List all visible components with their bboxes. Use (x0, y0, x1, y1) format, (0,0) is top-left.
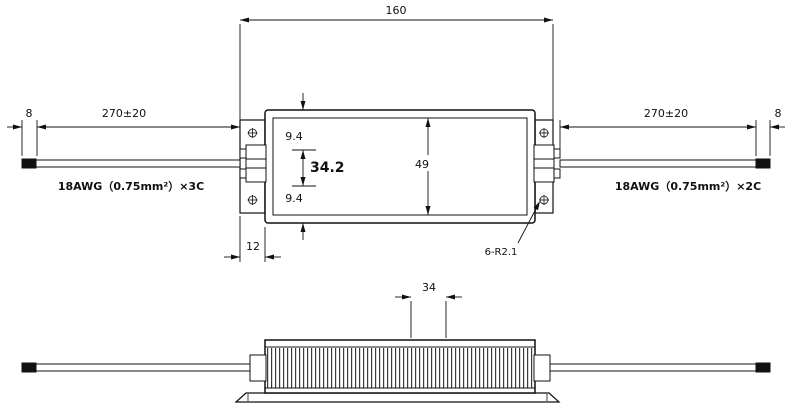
label-left-wire-spec: 18AWG（0.75mm²）×3C (58, 180, 204, 193)
enclosure-outline (264, 109, 536, 224)
dim-right-wire-length: 270±20 (644, 107, 688, 120)
dim-left-strip: 8 (26, 107, 33, 120)
dim-center-width: 34.2 (310, 160, 345, 176)
dim-bottom-inset: 9.4 (285, 192, 303, 205)
internal-feature-lines (292, 149, 316, 187)
end-cap-right (533, 354, 551, 382)
dimension-texts: 160 8 270±20 270±20 8 9.4 34.2 9.4 49 12… (26, 4, 782, 258)
dimension-lines (7, 17, 785, 262)
side-dimension-34 (395, 294, 462, 338)
dim-overall-length: 160 (386, 4, 407, 17)
plan-view: 160 8 270±20 270±20 8 9.4 34.2 9.4 49 12… (7, 4, 785, 262)
side-view: 34 (21, 281, 771, 403)
cable-gland-right (533, 144, 561, 183)
output-wire-right (559, 158, 771, 169)
wire-stripped-tip-right (755, 158, 771, 169)
dim-side-center-width: 34 (422, 281, 436, 294)
output-wire-left (21, 158, 241, 169)
wire-stripped-tip-left (21, 158, 37, 169)
dim-left-wire-length: 270±20 (102, 107, 146, 120)
end-cap-left (249, 354, 267, 382)
label-mounting-holes: 6-R2.1 (485, 247, 518, 258)
dim-body-height: 49 (415, 158, 429, 171)
mounting-hole-marks (247, 128, 549, 205)
dim-right-strip: 8 (775, 107, 782, 120)
side-wire-tip-left (21, 362, 37, 373)
mounting-base-plate (234, 392, 561, 403)
cable-gland-left (239, 144, 267, 183)
side-wire-left (21, 362, 251, 373)
side-wire-right (549, 362, 771, 373)
dim-flange-width: 12 (246, 240, 260, 253)
label-right-wire-spec: 18AWG（0.75mm²）×2C (615, 180, 761, 193)
dim-top-inset: 9.4 (285, 130, 303, 143)
side-wire-tip-right (755, 362, 771, 373)
enclosure-inner-wall (272, 117, 528, 216)
